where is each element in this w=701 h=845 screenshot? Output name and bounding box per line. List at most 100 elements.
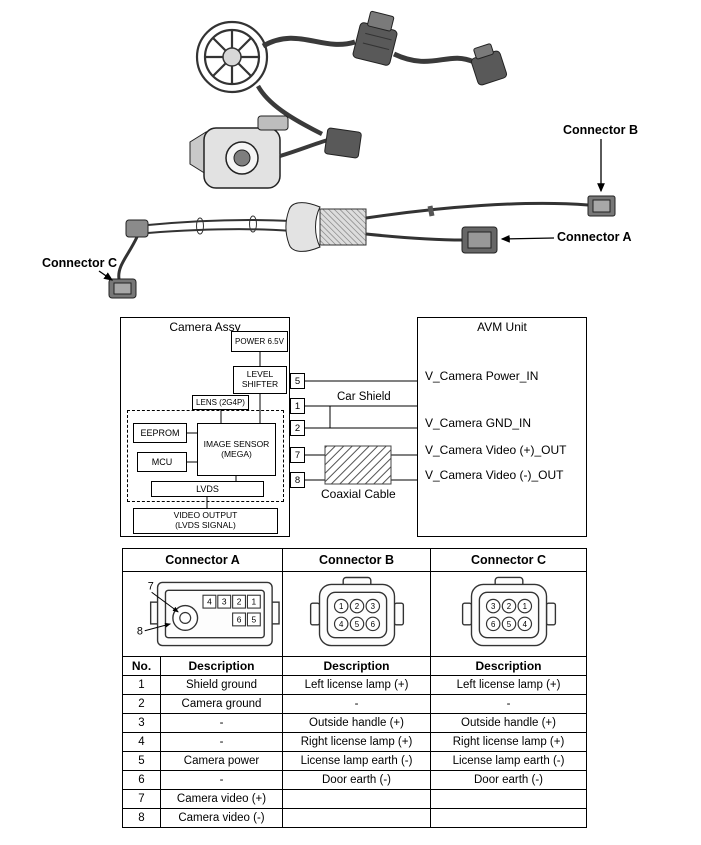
- desc-c-column-header: Description: [430, 656, 588, 676]
- pin-5-box: 5: [290, 373, 305, 389]
- pin-no-cell: 8: [122, 808, 161, 828]
- sensor-module-outline: [127, 410, 284, 502]
- video-output-block: VIDEO OUTPUT (LVDS SIGNAL): [133, 508, 278, 534]
- desc-b-cell: Door earth (-): [282, 770, 432, 790]
- desc-a-cell: -: [159, 770, 284, 790]
- camera-assy-box: [120, 317, 290, 537]
- cable-reel: [195, 20, 269, 94]
- desc-a-cell: Camera power: [159, 751, 284, 771]
- svg-text:4: 4: [339, 620, 344, 629]
- connector-c-pin-cavities: [485, 598, 532, 632]
- desc-c-cell: Right license lamp (+): [430, 732, 588, 752]
- desc-b-cell: Left license lamp (+): [282, 675, 432, 695]
- desc-c-cell: Outside handle (+): [430, 713, 588, 733]
- connector-b-face: 1 2 3 4 5 6: [309, 576, 404, 647]
- svg-text:3: 3: [221, 597, 226, 607]
- connector-c-face: 3 2 1 6 5 4: [461, 576, 556, 647]
- connector-b-pin-numbers: 1 2 3 4 5 6: [339, 602, 376, 629]
- table-row: 6 - Door earth (-) Door earth (-): [122, 770, 588, 790]
- cable-reel-to-connector: [261, 35, 356, 49]
- desc-a-cell: -: [159, 713, 284, 733]
- svg-text:3: 3: [491, 602, 496, 611]
- desc-a-cell: -: [159, 732, 284, 752]
- no-column-header: No.: [122, 656, 161, 676]
- camera-pigtail: [279, 138, 329, 158]
- avm-unit-title: AVM Unit: [477, 320, 527, 334]
- svg-text:6: 6: [236, 614, 241, 624]
- pin-7-box: 7: [290, 447, 305, 463]
- desc-a-cell: Camera video (+): [159, 789, 284, 809]
- table-row: 8 Camera video (-): [122, 808, 588, 828]
- connector-c-face-cell: 3 2 1 6 5 4: [430, 571, 588, 657]
- desc-b-column-header: Description: [282, 656, 432, 676]
- desc-c-cell: -: [430, 694, 588, 714]
- pin-no-cell: 7: [122, 789, 161, 809]
- table-row: 3 - Outside handle (+) Outside handle (+…: [122, 713, 588, 733]
- connector-b-callout: Connector B: [563, 123, 638, 137]
- connector-pin-table: Connector A Connector B Connector C: [121, 548, 588, 828]
- harness-connector-top: [352, 10, 398, 66]
- harness-connector-right: [470, 43, 508, 86]
- coaxial-cable-label: Coaxial Cable: [321, 487, 396, 501]
- table-row: 7 Camera video (+): [122, 789, 588, 809]
- pin-8-box: 8: [290, 472, 305, 488]
- pin8-callout: 8: [136, 626, 142, 638]
- desc-b-cell: [282, 789, 432, 809]
- connector-a-part: [461, 226, 498, 254]
- car-shield-label: Car Shield: [337, 391, 391, 403]
- pin-2-box: 2: [290, 420, 305, 436]
- connector-c-header: Connector C: [430, 548, 588, 572]
- pin-no-cell: 1: [122, 675, 161, 695]
- desc-b-cell: Outside handle (+): [282, 713, 432, 733]
- connector-a-face: 4 3 2 1 6 5 7 8: [136, 580, 280, 647]
- connector-c-part: [108, 278, 137, 299]
- pin7-callout: 7: [147, 580, 153, 592]
- desc-a-column-header: Description: [159, 656, 284, 676]
- desc-b-cell: License lamp earth (-): [282, 751, 432, 771]
- connector-b-pin-cavities: [333, 598, 380, 632]
- connector-b-face-cell: 1 2 3 4 5 6: [282, 571, 432, 657]
- desc-c-cell: Door earth (-): [430, 770, 588, 790]
- desc-a-cell: Camera video (-): [159, 808, 284, 828]
- cable-reel-to-camera: [256, 84, 324, 137]
- connector-c-callout: Connector C: [42, 256, 117, 270]
- camera-connector: [324, 127, 362, 159]
- pin-1-box: 1: [290, 398, 305, 414]
- desc-c-cell: License lamp earth (-): [430, 751, 588, 771]
- connector-a-callout: Connector A: [557, 230, 632, 244]
- coax-pin-inner: [178, 611, 191, 624]
- desc-a-cell: Camera ground: [159, 694, 284, 714]
- signal-power-in: V_Camera Power_IN: [425, 369, 539, 383]
- image-sensor-block: IMAGE SENSOR (MEGA): [197, 423, 276, 476]
- svg-text:2: 2: [354, 602, 358, 611]
- pin-no-cell: 5: [122, 751, 161, 771]
- desc-a-cell: Shield ground: [159, 675, 284, 695]
- pin-no-cell: 2: [122, 694, 161, 714]
- desc-c-cell: [430, 808, 588, 828]
- svg-text:4: 4: [207, 597, 212, 607]
- signal-video-minus-out: V_Camera Video (-)_OUT: [425, 468, 564, 482]
- svg-text:5: 5: [354, 620, 359, 629]
- camera-assy-title: Camera Assy: [169, 320, 241, 334]
- connector-table-section: Connector A Connector B Connector C: [121, 548, 588, 828]
- svg-text:1: 1: [339, 602, 343, 611]
- svg-text:4: 4: [522, 620, 527, 629]
- connector-a-header: Connector A: [121, 548, 284, 572]
- svg-text:5: 5: [506, 620, 511, 629]
- power-block: POWER 6.5V: [231, 331, 288, 352]
- svg-text:1: 1: [251, 597, 256, 607]
- svg-text:1: 1: [522, 602, 526, 611]
- svg-text:3: 3: [370, 602, 375, 611]
- desc-b-cell: -: [282, 694, 432, 714]
- svg-text:2: 2: [236, 597, 241, 607]
- lvds-block: LVDS: [151, 481, 264, 497]
- table-row: 5 Camera power License lamp earth (-) Li…: [122, 751, 588, 771]
- table-row: 2 Camera ground - -: [122, 694, 588, 714]
- main-harness: [117, 201, 589, 280]
- pin-no-cell: 3: [122, 713, 161, 733]
- mcu-block: MCU: [137, 452, 187, 472]
- svg-text:5: 5: [251, 614, 256, 624]
- desc-b-cell: Right license lamp (+): [282, 732, 432, 752]
- table-row: 4 - Right license lamp (+) Right license…: [122, 732, 588, 752]
